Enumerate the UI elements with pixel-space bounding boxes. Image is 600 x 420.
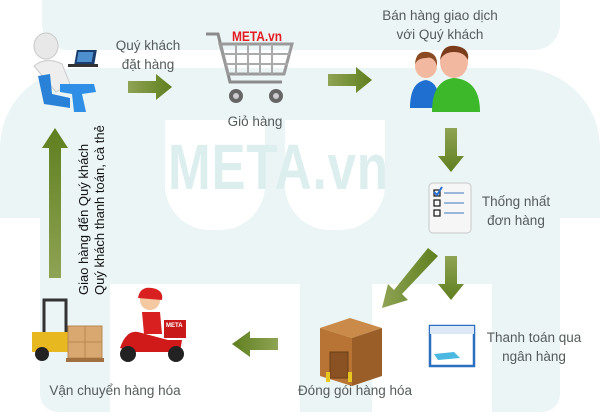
cart-label: Giỏ hàng <box>227 114 283 129</box>
people-icon <box>408 44 484 112</box>
arrow-right-1 <box>128 74 174 100</box>
customer-at-laptop-icon <box>30 32 106 112</box>
scooter-brand-badge: META <box>166 323 183 329</box>
scooter-courier-icon <box>112 286 192 366</box>
arrow-up <box>42 128 68 278</box>
watermark: META.vn <box>168 131 389 203</box>
order-label: Quý khách đặt hàng <box>115 38 181 72</box>
bank-payment-icon <box>428 324 476 368</box>
bank-label: Thanh toán qua ngân hàng <box>486 330 582 364</box>
arrow-down-1 <box>438 128 464 172</box>
background-roof <box>42 0 560 50</box>
confirm-label: Thống nhất đơn hàng <box>481 194 551 228</box>
sales-label: Bán hàng giao dịch với Quý khách <box>382 8 498 42</box>
shopping-cart-icon <box>202 30 298 110</box>
background-scallop-1 <box>165 120 265 230</box>
arrow-down-2 <box>438 256 464 300</box>
ship-label: Vận chuyển hàng hóa <box>49 383 181 398</box>
forklift-delivery-icon <box>28 296 108 366</box>
package-box-icon <box>318 316 384 388</box>
background-scallop-2 <box>285 120 385 230</box>
checklist-icon <box>428 182 472 234</box>
arrow-diagonal-down-left <box>380 248 440 310</box>
arrow-left <box>232 331 278 357</box>
cart-brand-badge: META.vn <box>232 28 283 44</box>
arrow-right-2 <box>328 67 374 93</box>
pack-label: Đóng gói hàng hóa <box>297 383 413 398</box>
deliver-label: Giao hàng đến Quý khách Quý khách thanh … <box>76 125 107 295</box>
